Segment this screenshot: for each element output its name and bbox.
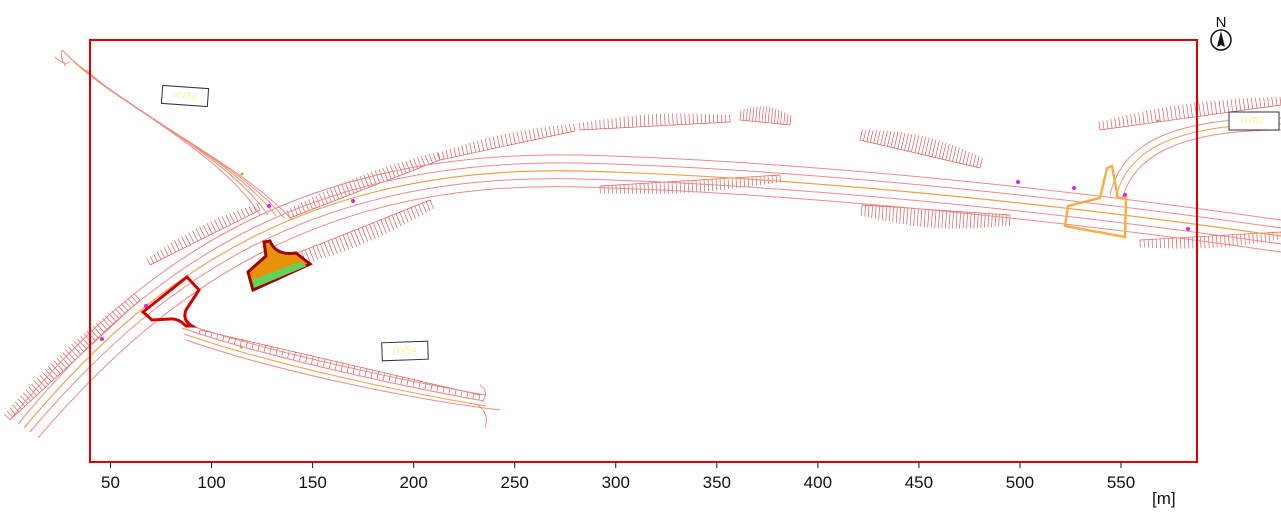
main-highway-edge-south xyxy=(37,186,1281,439)
hatch-band xyxy=(739,106,792,126)
hatch-band xyxy=(1139,231,1281,249)
hatch-band xyxy=(599,174,781,194)
southeast-branch-road xyxy=(179,321,501,429)
axis-tick-label: 450 xyxy=(905,473,933,492)
survey-markers xyxy=(100,180,1190,341)
survey-marker xyxy=(1186,227,1190,231)
north-arrow: N xyxy=(1210,14,1232,51)
road-label-hvb2: HVB2 xyxy=(1228,111,1280,131)
hatch-band xyxy=(286,152,441,219)
road-label-hvb4-text: HVB4 xyxy=(393,345,417,356)
highlight-zone-orange-green[interactable] xyxy=(246,239,313,293)
hatch-band xyxy=(1098,96,1281,131)
survey-marker xyxy=(1123,193,1127,197)
hatch-band xyxy=(198,329,481,400)
road-label-hvb4: HVB4 xyxy=(381,340,429,362)
road-label-hvb3-text: HVB3 xyxy=(173,90,197,102)
main-highway-lane-2 xyxy=(29,178,1281,433)
main-highway-centerline xyxy=(23,170,1281,429)
hatch-band xyxy=(4,293,141,421)
hatch-band xyxy=(438,123,576,161)
highlight-zone-red-outline[interactable] xyxy=(140,274,201,328)
survey-marker xyxy=(267,204,271,208)
road-label-hvb3: HVB3 xyxy=(160,84,210,108)
axis-tick-label: 100 xyxy=(197,473,225,492)
axis-tick-label: 250 xyxy=(501,473,529,492)
axis-tick-label: 400 xyxy=(804,473,832,492)
road-label-hvb2-text: HVB2 xyxy=(1240,115,1264,125)
highlight-zone-yellow-outline[interactable] xyxy=(1063,164,1128,239)
axis-tick-label: 350 xyxy=(703,473,731,492)
main-highway xyxy=(9,154,1281,439)
axis-tick-label: 500 xyxy=(1006,473,1034,492)
north-arrow-label: N xyxy=(1216,14,1227,31)
main-highway-edge-north xyxy=(9,154,1281,421)
survey-marker xyxy=(351,199,355,203)
embankment-hatching xyxy=(4,96,1281,421)
map-frame xyxy=(89,39,1198,463)
axis-tick-label: 550 xyxy=(1107,473,1135,492)
axis-tick-label: 300 xyxy=(602,473,630,492)
survey-marker xyxy=(1016,180,1020,184)
survey-marker xyxy=(100,337,104,341)
axis-unit-label: [m] xyxy=(1152,489,1176,508)
axis-tick-label: 150 xyxy=(298,473,326,492)
northwest-branch-road xyxy=(54,49,293,221)
axis-tick-label: 50 xyxy=(101,473,120,492)
survey-marker xyxy=(1072,186,1076,190)
hatch-band xyxy=(146,203,261,266)
main-highway-lane-1 xyxy=(17,162,1281,425)
axis-tick-label: 200 xyxy=(399,473,427,492)
scale-axis: 50 100 150 200 250 300 350 400 450 500 550 xyxy=(101,462,1135,492)
hatch-band xyxy=(859,129,983,169)
hatch-band xyxy=(860,204,1011,229)
hatch-band xyxy=(579,113,731,131)
reference-points xyxy=(239,119,1160,349)
